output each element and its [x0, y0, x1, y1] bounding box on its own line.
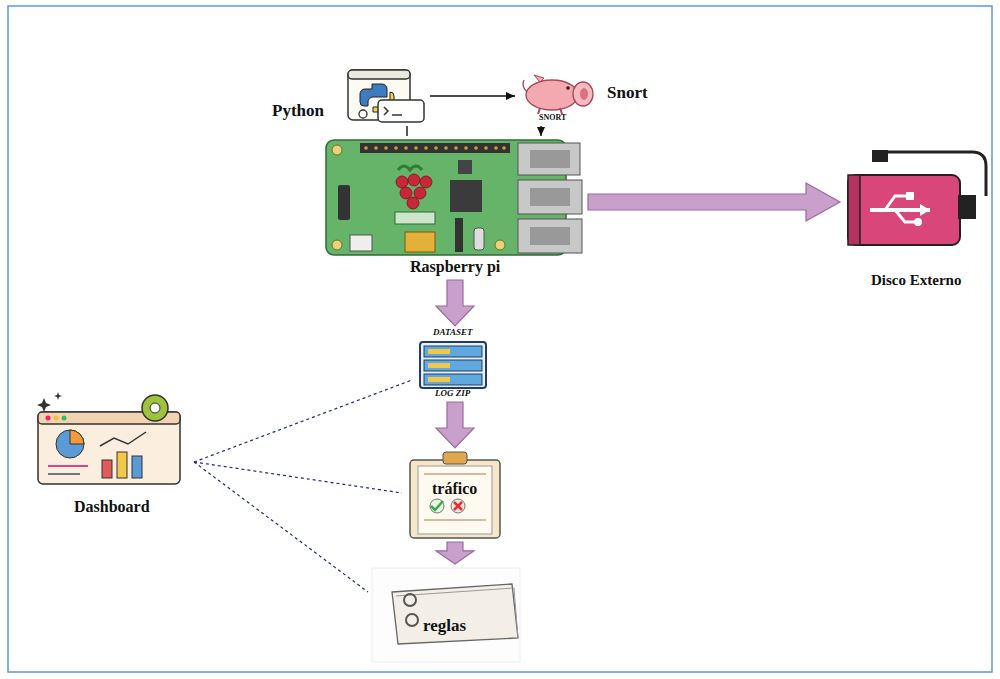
snort-node: SnortSNORT [515, 70, 665, 126]
dataset-node: DATASET LOG ZIP [412, 326, 494, 402]
dataset-icon [420, 342, 486, 388]
external-disk-node: Disco Externo [840, 146, 992, 294]
frame [8, 6, 992, 672]
node-label: Python [272, 102, 324, 121]
node-label: Snort [607, 84, 648, 103]
raspberry-node: Raspberry pi [322, 136, 588, 280]
connector-line [540, 126, 541, 136]
connector-line [406, 126, 407, 136]
snort-pig [523, 75, 593, 114]
block-arrow [588, 183, 840, 221]
block-arrow [436, 402, 474, 448]
node-label: SNORT [539, 114, 566, 123]
node-label: Disco Externo [871, 272, 961, 289]
raspberry-board [326, 140, 582, 255]
rules-notepad-icon [372, 568, 520, 662]
node-label: LOG ZIP [435, 389, 470, 399]
block-arrow [436, 280, 474, 326]
traffic-node: tráfico [402, 448, 508, 542]
node-label: Dashboard [74, 498, 150, 516]
connector-line [430, 95, 515, 96]
dashed-link [194, 462, 402, 493]
dashboard-node: Dashboard [30, 390, 194, 520]
python-icon [348, 70, 424, 122]
python-node: Python [268, 66, 430, 126]
rules-node: reglas [368, 564, 522, 664]
node-label: Raspberry pi [410, 258, 500, 276]
node-label: reglas [423, 617, 466, 636]
external-disk-icon [848, 150, 986, 245]
dashboard-icon [37, 392, 180, 484]
node-label: DATASET [433, 328, 473, 338]
clipboard-icon [410, 452, 500, 538]
block-arrow [436, 542, 474, 564]
node-label: tráfico [432, 480, 477, 498]
dashed-link [194, 380, 412, 462]
dashed-link [194, 462, 368, 592]
